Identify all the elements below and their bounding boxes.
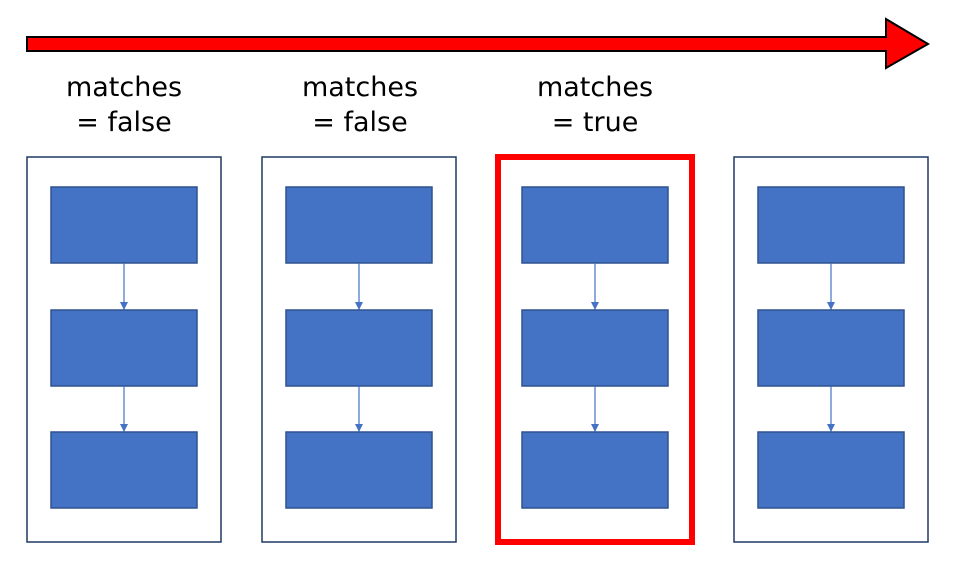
column-label-1: matches = false <box>24 70 224 140</box>
right-arrow-icon <box>26 17 930 70</box>
step-box-1-1 <box>50 186 198 264</box>
step-box-2-2 <box>285 309 433 387</box>
column-label-1-line1: matches <box>65 72 183 103</box>
column-label-3-line1: matches <box>536 72 654 103</box>
step-box-4-2 <box>757 309 905 387</box>
column-label-1-line2: = false <box>76 107 172 138</box>
step-box-1-2 <box>50 309 198 387</box>
step-box-2-3 <box>285 431 433 509</box>
column-label-2: matches = false <box>260 70 460 140</box>
step-box-1-3 <box>50 431 198 509</box>
step-box-4-1 <box>757 186 905 264</box>
step-box-3-1 <box>521 186 669 264</box>
column-label-2-line1: matches <box>301 72 419 103</box>
step-box-3-3 <box>521 431 669 509</box>
column-label-3: matches = true <box>495 70 695 140</box>
step-box-4-3 <box>757 431 905 509</box>
step-box-3-2 <box>521 309 669 387</box>
column-label-3-line2: = true <box>551 107 639 138</box>
column-label-2-line2: = false <box>312 107 408 138</box>
step-box-2-1 <box>285 186 433 264</box>
